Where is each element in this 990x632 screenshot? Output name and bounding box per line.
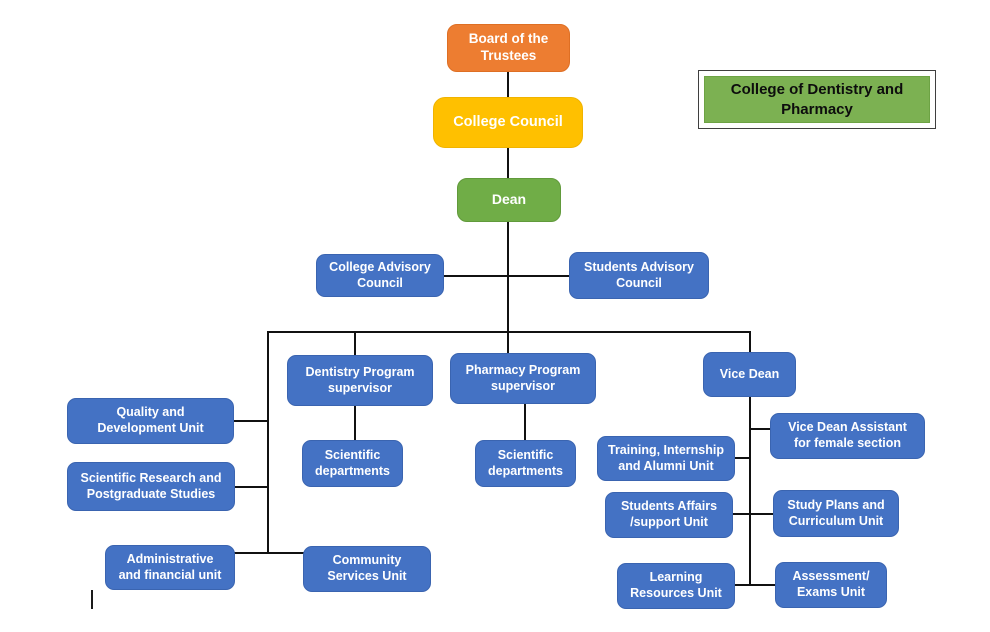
chart-title: College of Dentistry and Pharmacy: [704, 76, 930, 123]
connector-study-plans: [749, 513, 774, 515]
connector-pharmacy-scidept: [524, 404, 526, 441]
connector-vice-dean-assistant: [749, 428, 771, 430]
node-training-internship-alumni-unit: Training, Internship and Alumni Unit: [597, 436, 735, 481]
node-assessment-exams-unit: Assessment/ Exams Unit: [775, 562, 887, 608]
connector-to-vice-dean: [749, 331, 751, 352]
connector-main-branch: [267, 331, 751, 333]
node-administrative-financial-unit: Administrative and financial unit: [105, 545, 235, 590]
connector-dean-trunk: [507, 222, 509, 355]
node-quality-and-development-unit: Quality and Development Unit: [67, 398, 234, 444]
node-students-affairs-support-unit: Students Affairs /support Unit: [605, 492, 733, 538]
connector-assessment-exams: [749, 584, 776, 586]
connector-to-dentistry: [354, 331, 356, 355]
connector-board-council: [507, 72, 509, 97]
connector-admin-community: [230, 552, 306, 554]
connector-scientific-research: [235, 486, 267, 488]
connector-dentistry-scidept: [354, 406, 356, 441]
node-college-council: College Council: [433, 97, 583, 148]
connector-vice-dean-column: [749, 397, 751, 586]
connector-council-dean: [507, 148, 509, 178]
node-learning-resources-unit: Learning Resources Unit: [617, 563, 735, 609]
node-dean: Dean: [457, 178, 561, 222]
node-vice-dean-assistant-female: Vice Dean Assistant for female section: [770, 413, 925, 459]
node-vice-dean: Vice Dean: [703, 352, 796, 397]
connector-students-affairs: [733, 513, 749, 515]
node-scientific-departments-pharmacy: Scientific departments: [475, 440, 576, 487]
node-board-of-the-trustees: Board of the Trustees: [447, 24, 570, 72]
connector-quality-unit: [234, 420, 267, 422]
node-community-services-unit: Community Services Unit: [303, 546, 431, 592]
node-students-advisory-council: Students Advisory Council: [569, 252, 709, 299]
node-scientific-departments-dentistry: Scientific departments: [302, 440, 403, 487]
node-dentistry-program-supervisor: Dentistry Program supervisor: [287, 355, 433, 406]
node-study-plans-curriculum-unit: Study Plans and Curriculum Unit: [773, 490, 899, 537]
connector-training-alumni: [735, 457, 749, 459]
connector-students-advisory: [509, 275, 569, 277]
connector-college-advisory: [444, 275, 507, 277]
node-pharmacy-program-supervisor: Pharmacy Program supervisor: [450, 353, 596, 404]
connector-left-column: [267, 331, 269, 554]
text-cursor: [91, 590, 93, 609]
node-college-advisory-council: College Advisory Council: [316, 254, 444, 297]
chart-title-frame: College of Dentistry and Pharmacy: [698, 70, 936, 129]
node-scientific-research-postgraduate: Scientific Research and Postgraduate Stu…: [67, 462, 235, 511]
connector-learning-resources: [735, 584, 749, 586]
